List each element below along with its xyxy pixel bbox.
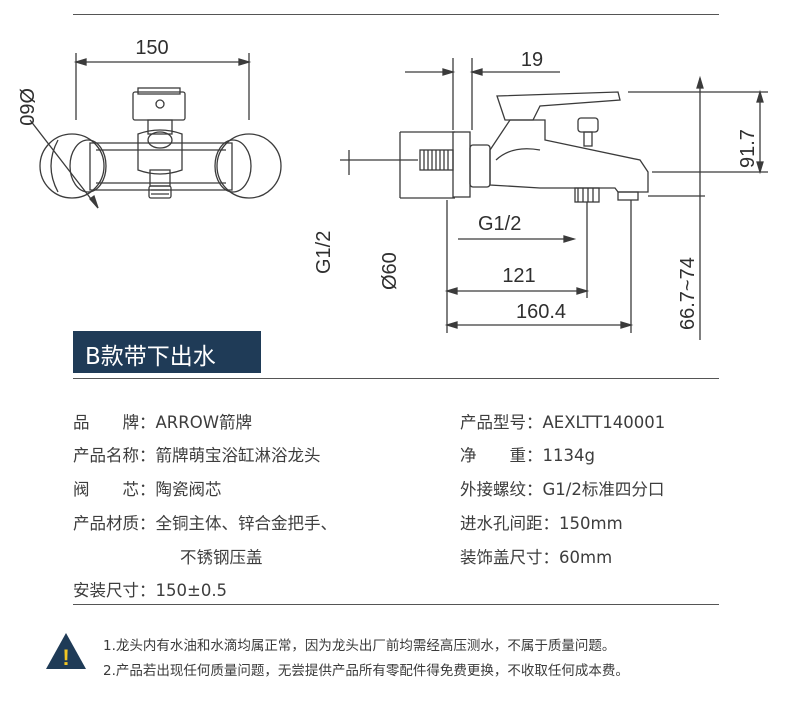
spec-value: G1/2标准四分口 — [542, 480, 665, 499]
side-view — [340, 58, 768, 340]
spec-material-cont: 不锈钢压盖 — [180, 544, 263, 568]
dim-dia60-front: Ø60 — [15, 88, 37, 126]
spec-value: 全铜主体、锌合金把手、 — [155, 514, 338, 533]
dim-dia60-side: Ø60 — [379, 252, 401, 290]
spec-cover-size: 装饰盖尺寸：60mm — [460, 544, 612, 568]
spec-label: 产品材质： — [73, 514, 156, 533]
svg-text:!: ! — [62, 645, 69, 670]
spec-value: 不锈钢压盖 — [180, 548, 263, 567]
spec-label: 品 牌： — [73, 413, 156, 432]
note-line-1: 1.龙头内有水油和水滴均属正常，因为龙头出厂前均需经高压测水，不属于质量问题。 — [103, 638, 616, 654]
spec-value: 60mm — [559, 548, 613, 567]
dim-g12-bottom: G1/2 — [478, 213, 521, 235]
dim-150: 150 — [135, 37, 168, 59]
spec-value: AEXLTT140001 — [542, 413, 666, 432]
front-view — [29, 53, 282, 209]
spec-label: 外接螺纹： — [460, 480, 543, 499]
warning-triangle-icon: ! — [46, 633, 86, 670]
spec-label: 装饰盖尺寸： — [460, 548, 559, 567]
spec-model: 产品型号：AEXLTT140001 — [460, 409, 665, 433]
spec-value: ARROW箭牌 — [155, 413, 253, 432]
spec-label: 安装尺寸： — [73, 581, 156, 600]
spec-weight: 净 重：1134g — [460, 442, 595, 466]
specs-bottom-rule — [73, 604, 719, 605]
spec-value: 150±0.5 — [155, 581, 228, 600]
title-rule — [73, 378, 719, 379]
section-title-bar: B款带下出水 — [73, 331, 261, 373]
spec-value: 陶瓷阀芯 — [155, 480, 222, 499]
spec-value: 150mm — [559, 514, 623, 533]
dim-160-4: 160.4 — [516, 301, 566, 323]
spec-inlet-distance: 进水孔间距：150mm — [460, 510, 623, 534]
dim-19: 19 — [521, 49, 543, 71]
spec-material: 产品材质：全铜主体、锌合金把手、 — [73, 510, 337, 534]
spec-label: 产品型号： — [460, 413, 543, 432]
note-line-2: 2.产品若出现任何质量问题，无尝提供产品所有零配件得免费更换，不收取任何成本费。 — [103, 663, 629, 679]
spec-label: 进水孔间距： — [460, 514, 559, 533]
dim-121: 121 — [502, 265, 535, 287]
top-rule — [73, 14, 719, 15]
spec-label: 产品名称： — [73, 446, 156, 465]
dim-66-7-74: 66.7~74 — [677, 257, 699, 330]
spec-value: 1134g — [542, 446, 595, 465]
spec-label: 阀 芯： — [73, 480, 156, 499]
spec-install-size: 安装尺寸：150±0.5 — [73, 577, 227, 601]
spec-brand: 品 牌：ARROW箭牌 — [73, 409, 252, 433]
section-title: B款带下出水 — [85, 344, 216, 370]
spec-label: 净 重： — [460, 446, 543, 465]
spec-product-name: 产品名称：箭牌萌宝浴缸淋浴龙头 — [73, 442, 321, 466]
dim-g12-side: G1/2 — [313, 231, 335, 274]
spec-thread: 外接螺纹：G1/2标准四分口 — [460, 476, 664, 500]
spec-value: 箭牌萌宝浴缸淋浴龙头 — [155, 446, 321, 465]
faucet-technical-drawing: 150 Ø60 19 91.7 G1/2 G1/2 Ø60 121 160.4 … — [15, 37, 768, 340]
spec-valve-core: 阀 芯：陶瓷阀芯 — [73, 476, 222, 500]
dim-91-7: 91.7 — [737, 129, 759, 168]
